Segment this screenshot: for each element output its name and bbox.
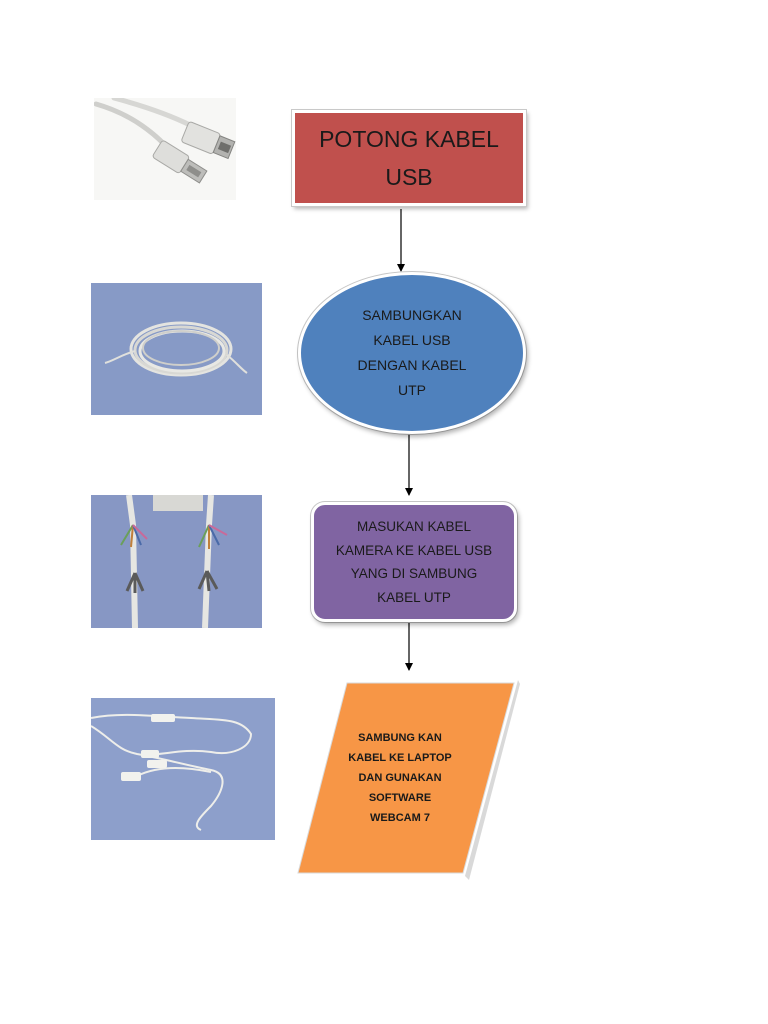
parallelogram-shape <box>294 680 520 880</box>
step-2-label: SAMBUNGKAN KABEL USB DENGAN KABEL UTP <box>357 307 467 398</box>
utp-cable-coil-photo <box>91 283 262 415</box>
stripped-wires-photo <box>91 495 262 628</box>
step-3-label: MASUKAN KABEL KAMERA KE KABEL USB YANG D… <box>335 519 493 605</box>
step-connect-laptop: SAMBUNG KAN KABEL KE LAPTOP DAN GUNAKAN … <box>292 676 520 880</box>
step-4-label: SAMBUNG KAN KABEL KE LAPTOP DAN GUNAKAN … <box>348 732 452 824</box>
step-1-label: POTONG KABEL USB <box>319 126 499 190</box>
usb-cable-photo <box>94 98 236 200</box>
step-cut-usb-cable: POTONG KABEL USB <box>291 109 527 207</box>
step-insert-camera-cable: MASUKAN KABEL KAMERA KE KABEL USB YANG D… <box>311 502 517 622</box>
step-connect-usb-utp: SAMBUNGKAN KABEL USB DENGAN KABEL UTP <box>298 272 526 434</box>
finished-cable-photo <box>91 698 275 840</box>
